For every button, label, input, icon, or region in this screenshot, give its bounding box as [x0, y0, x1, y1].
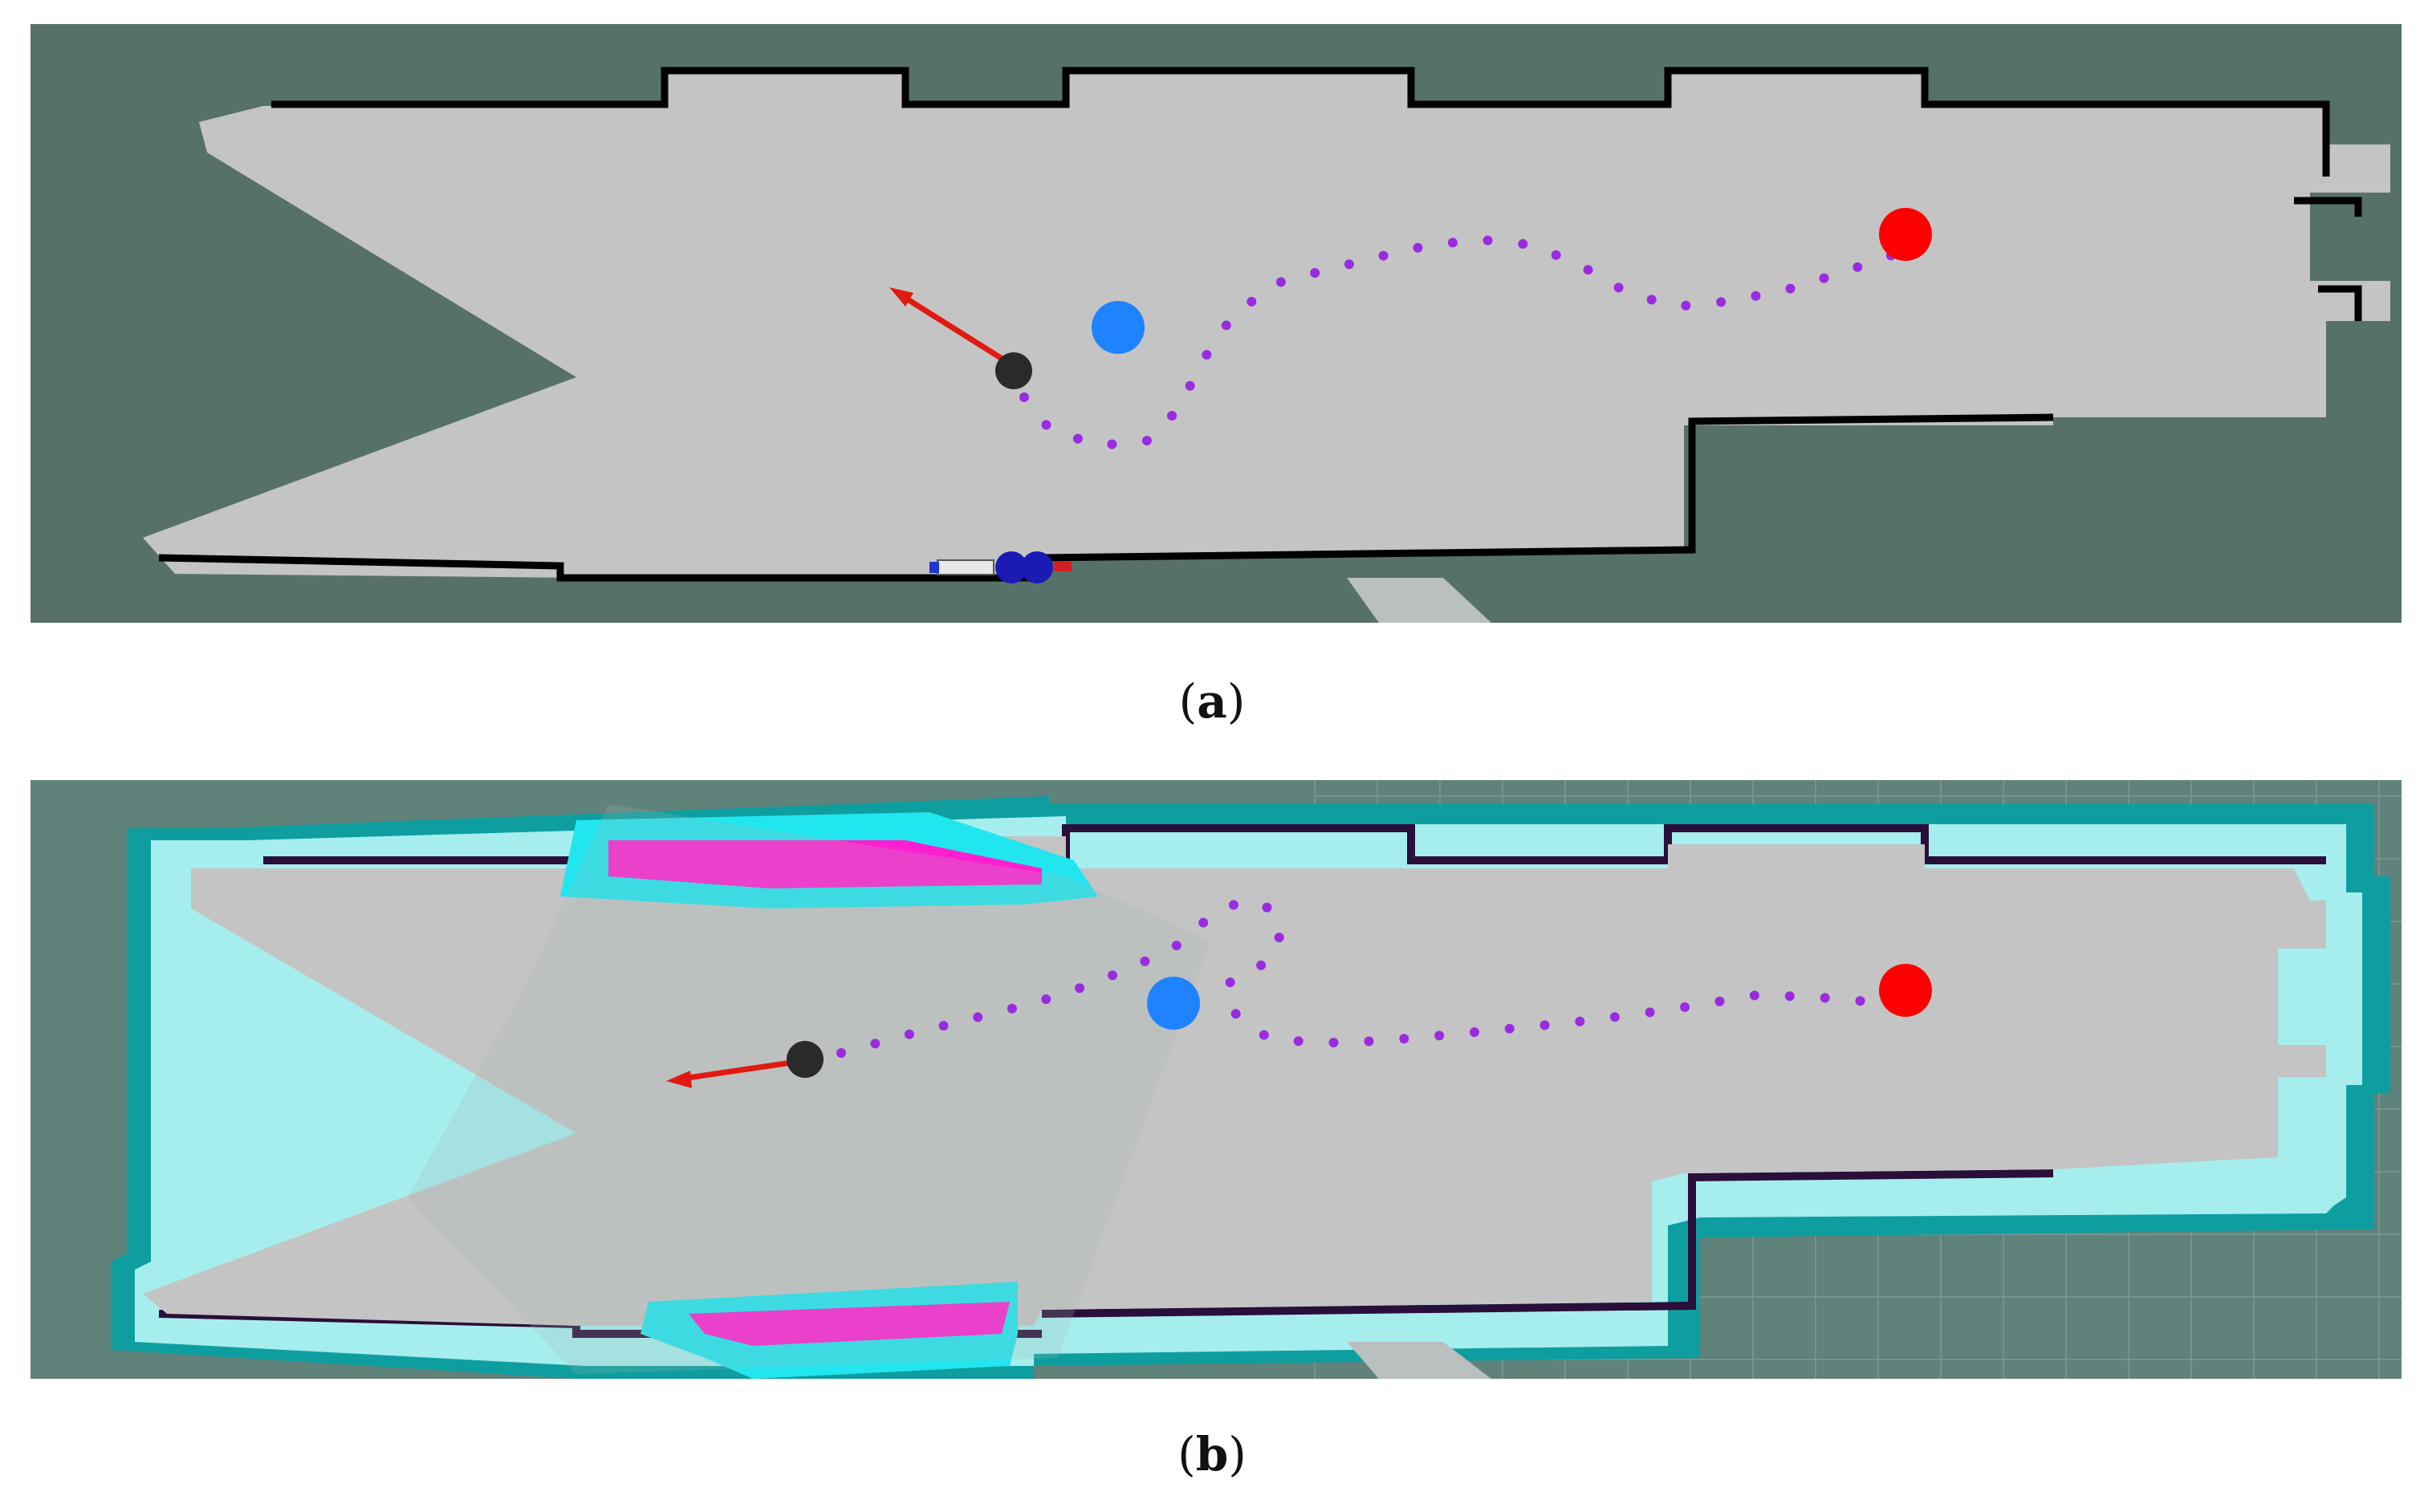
heading-arrow — [676, 1058, 803, 1083]
robot-marker — [787, 1041, 824, 1078]
path-dot — [1344, 259, 1354, 270]
dynamic-agent — [929, 551, 1072, 583]
path-dot — [1681, 300, 1691, 311]
path-dot — [1853, 262, 1863, 272]
path-dot — [1447, 238, 1458, 248]
path-dot — [1434, 1030, 1445, 1041]
path-dot — [1378, 250, 1389, 261]
path-dot — [1575, 1016, 1585, 1026]
occupancy-grid-map — [31, 24, 2402, 623]
sensor-field — [408, 804, 1210, 1374]
path-dot — [836, 1048, 846, 1058]
goal-marker — [1879, 964, 1932, 1017]
corridor-stub — [1347, 1342, 1491, 1379]
path-dot — [1293, 1036, 1304, 1047]
path-dot — [870, 1038, 881, 1049]
path-dot — [1171, 941, 1181, 951]
path-dot — [1609, 1012, 1620, 1022]
path-dot — [1784, 991, 1795, 1002]
map-panel-b — [31, 780, 2402, 1379]
path-dot — [1820, 993, 1830, 1003]
path-dot — [1228, 900, 1238, 910]
path-dot — [1328, 1038, 1339, 1048]
path-dot — [1714, 996, 1725, 1006]
path-dot — [1230, 1009, 1241, 1019]
planned-path — [836, 900, 1900, 1058]
path-dot — [1198, 917, 1209, 928]
path-dot — [1108, 970, 1118, 981]
path-dot — [1072, 433, 1083, 444]
path-dot — [1107, 439, 1117, 449]
path-dot — [1140, 956, 1150, 966]
path-dot — [1482, 235, 1493, 246]
path-dot — [1645, 1007, 1655, 1018]
heading-arrow — [896, 291, 1018, 370]
path-dot — [1749, 990, 1759, 1001]
path-dot — [1019, 392, 1029, 402]
path-dot — [1256, 960, 1267, 970]
path-dot — [1364, 1036, 1374, 1047]
goal-marker — [1879, 208, 1932, 261]
path-dot — [1504, 1023, 1515, 1034]
costmap-map — [31, 780, 2402, 1379]
path-dot — [1469, 1027, 1479, 1038]
path-dot — [938, 1021, 949, 1031]
waypoint-marker — [1092, 301, 1145, 354]
map-panel-a — [31, 24, 2402, 623]
path-dot — [1751, 291, 1761, 301]
path-dot — [1646, 295, 1657, 305]
dynamic-obstacle-bottom — [641, 1282, 1018, 1379]
free-space-area — [143, 836, 2326, 1326]
path-dot — [973, 1012, 983, 1022]
waypoint-marker — [1147, 977, 1200, 1030]
path-dot — [1855, 996, 1865, 1006]
path-dot — [1247, 296, 1257, 307]
path-dot — [1275, 277, 1286, 287]
path-dot — [1041, 994, 1051, 1004]
path-dot — [1202, 349, 1212, 360]
path-dot — [1274, 933, 1284, 943]
path-dot — [1185, 380, 1195, 391]
path-dot — [1613, 282, 1624, 293]
free-space-area — [143, 72, 2390, 578]
path-dot — [1141, 436, 1152, 446]
path-dot — [1680, 1002, 1690, 1012]
path-dot — [1075, 983, 1085, 994]
heading-arrow-head — [889, 287, 913, 307]
heading-arrow-head — [666, 1071, 692, 1088]
path-dot — [1167, 410, 1177, 421]
path-dot — [1262, 902, 1272, 912]
path-dot — [904, 1029, 914, 1039]
robot-marker — [995, 352, 1032, 389]
path-dot — [1399, 1034, 1409, 1044]
corridor-stub — [1347, 578, 1491, 623]
path-dot — [1716, 297, 1726, 307]
path-dot — [1539, 1020, 1550, 1030]
dynamic-obstacle-top — [560, 812, 1098, 908]
path-dot — [1041, 420, 1051, 430]
panel-caption-a: (a) — [1178, 674, 1246, 729]
path-dot — [1225, 977, 1235, 987]
path-dot — [1310, 267, 1320, 278]
path-dot — [1551, 250, 1561, 260]
path-dot — [1413, 242, 1423, 253]
obstacle-walls — [158, 67, 2362, 582]
path-dot — [1259, 1030, 1269, 1040]
path-dot — [1518, 238, 1528, 249]
planned-path — [1019, 235, 1896, 449]
path-dot — [1221, 320, 1231, 331]
panel-caption-b: (b) — [1177, 1427, 1247, 1482]
path-dot — [1007, 1003, 1017, 1014]
path-dot — [1785, 283, 1796, 294]
path-dot — [1819, 273, 1829, 283]
path-dot — [1583, 265, 1593, 275]
